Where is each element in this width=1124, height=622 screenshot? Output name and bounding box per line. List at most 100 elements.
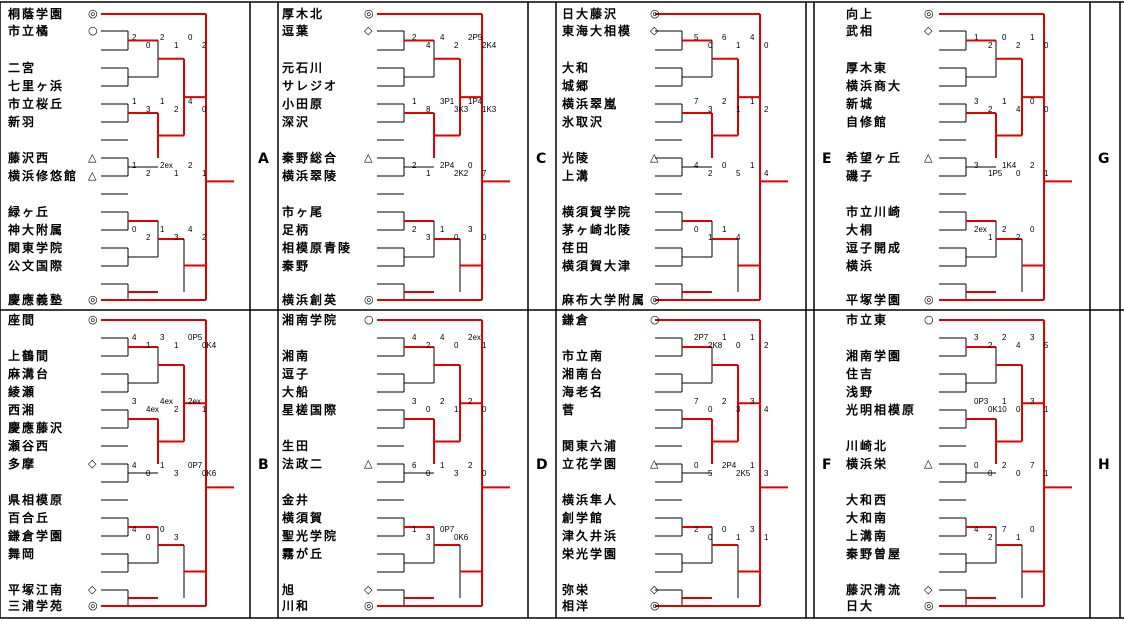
team-name: 生田 xyxy=(282,439,311,453)
team-name: 鎌倉 xyxy=(562,313,591,327)
score-label: 0 xyxy=(694,461,699,470)
team-name: 磯子 xyxy=(846,169,875,183)
block-letter: B xyxy=(258,457,269,473)
team-name: 日大藤沢 xyxy=(562,7,619,21)
score-label: 1 xyxy=(750,97,755,106)
team-name: 創学館 xyxy=(562,511,605,525)
score-label: 2 xyxy=(132,33,137,42)
team-name: 湘南学院 xyxy=(282,313,339,327)
score-label: 4ex xyxy=(146,405,159,414)
score-label: 1P5 xyxy=(988,169,1003,178)
score-label: 0 xyxy=(1030,525,1035,534)
score-label: 1 xyxy=(426,169,431,178)
score-label: 2 xyxy=(412,33,417,42)
score-label: 4 xyxy=(764,169,769,178)
score-label: 0 xyxy=(482,469,487,478)
score-label: 2P5 xyxy=(468,33,483,42)
score-label: 4 xyxy=(440,333,445,342)
score-label: 0 xyxy=(1030,225,1035,234)
score-label: 1 xyxy=(1044,405,1049,414)
score-label: 1 xyxy=(750,161,755,170)
score-label: 2 xyxy=(454,41,459,50)
score-label: 1 xyxy=(440,461,445,470)
team-name: 横浜商大 xyxy=(846,79,903,93)
score-label: 3 xyxy=(708,105,713,114)
seed-marker-icon: ○ xyxy=(88,24,98,37)
team-name: 平塚江南 xyxy=(8,583,65,597)
team-name: 氷取沢 xyxy=(562,115,605,129)
score-label: 2 xyxy=(988,105,993,114)
score-label: 2 xyxy=(1002,333,1007,342)
score-label: 5 xyxy=(694,33,699,42)
team-name: 光明相模原 xyxy=(846,403,917,417)
score-label: 2 xyxy=(426,341,431,350)
team-name: 県相模原 xyxy=(8,493,65,507)
score-label: 0P5 xyxy=(188,333,203,342)
score-label: 1 xyxy=(160,225,165,234)
score-label: 1 xyxy=(454,405,459,414)
score-label: 1 xyxy=(160,97,165,106)
seed-marker-icon: ◎ xyxy=(650,599,660,612)
score-label: 4 xyxy=(132,333,137,342)
score-label: 0 xyxy=(454,341,459,350)
team-name: 大桐 xyxy=(846,223,875,237)
team-name: 足柄 xyxy=(282,223,311,237)
team-name: 海老名 xyxy=(562,385,605,399)
score-label: 2 xyxy=(1016,233,1021,242)
score-label: 1 xyxy=(764,533,769,542)
score-label: 2K2 xyxy=(454,169,469,178)
score-label: 0 xyxy=(426,405,431,414)
team-name: 横浜創英 xyxy=(282,293,339,307)
score-label: 2 xyxy=(412,161,417,170)
block-letter: C xyxy=(536,151,547,167)
seed-marker-icon: △ xyxy=(88,151,97,164)
score-label: 0 xyxy=(1016,169,1021,178)
score-label: 4 xyxy=(750,33,755,42)
score-label: 7 xyxy=(1002,525,1007,534)
seed-marker-icon: ◇ xyxy=(88,457,97,470)
team-name: 逗子開成 xyxy=(846,241,903,255)
score-label: 4 xyxy=(694,161,699,170)
score-label: 0 xyxy=(426,469,431,478)
score-label: 2K8 xyxy=(708,341,723,350)
team-name: 瀬谷西 xyxy=(8,439,51,453)
team-name: 市立東 xyxy=(846,313,889,327)
seed-marker-icon: △ xyxy=(924,457,933,470)
score-label: 7 xyxy=(1030,461,1035,470)
score-label: 2 xyxy=(146,169,151,178)
seed-marker-icon: ○ xyxy=(364,313,374,326)
team-name: 新城 xyxy=(846,97,875,111)
seed-marker-icon: ◎ xyxy=(88,7,98,20)
block-letter: D xyxy=(536,457,548,473)
score-label: 0P7 xyxy=(188,461,203,470)
score-label: 2 xyxy=(1002,461,1007,470)
team-name: 緑ヶ丘 xyxy=(8,205,51,219)
team-name: 横浜修悠館 xyxy=(8,169,79,183)
score-label: 2 xyxy=(708,169,713,178)
score-label: 0 xyxy=(482,405,487,414)
score-label: 1 xyxy=(750,461,755,470)
team-name: 新羽 xyxy=(8,115,37,129)
seed-marker-icon: ○ xyxy=(650,313,660,326)
score-label: 2ex xyxy=(188,397,201,406)
score-label: 1 xyxy=(722,225,727,234)
score-label: 0 xyxy=(694,225,699,234)
score-label: 0K6 xyxy=(454,533,469,542)
score-label: 4 xyxy=(188,97,193,106)
team-name: 藤沢西 xyxy=(8,151,51,165)
team-name: 秦野総合 xyxy=(282,151,339,165)
score-label: 2 xyxy=(146,233,151,242)
score-label: 2 xyxy=(988,533,993,542)
score-label: 2 xyxy=(988,341,993,350)
score-label: 2ex xyxy=(160,161,173,170)
team-name: 桐蔭学園 xyxy=(8,7,65,21)
score-label: 0 xyxy=(1044,105,1049,114)
score-label: 0K10 xyxy=(988,405,1007,414)
score-label: 2 xyxy=(174,105,179,114)
seed-marker-icon: ◇ xyxy=(924,583,933,596)
team-name: 逗葉 xyxy=(282,24,311,38)
seed-marker-icon: ○ xyxy=(924,313,934,326)
score-label: 1 xyxy=(202,405,207,414)
team-name: 厚木東 xyxy=(846,61,889,75)
score-label: 0 xyxy=(202,105,207,114)
